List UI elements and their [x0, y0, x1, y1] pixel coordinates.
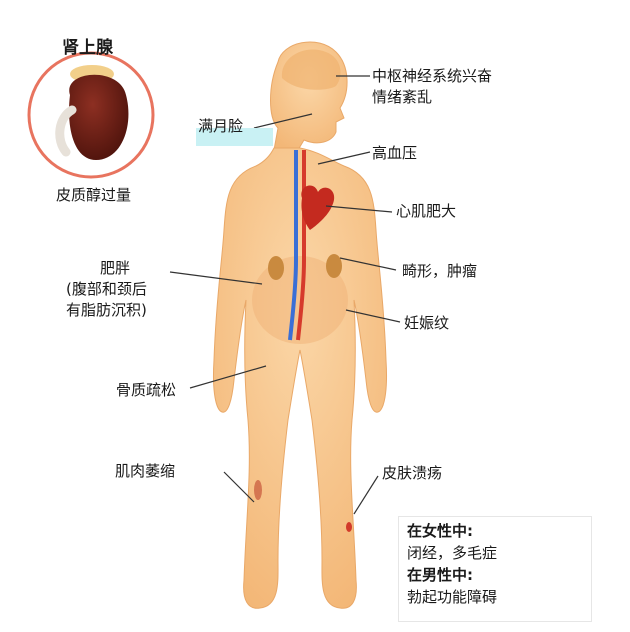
gland-caption: 皮质醇过量 [56, 186, 132, 204]
left-kidney [268, 256, 284, 280]
label-skin-ulcer: 皮肤溃疡 [382, 464, 443, 482]
label-hypertension: 高血压 [372, 144, 418, 162]
artery [296, 150, 306, 341]
gender-note-box: 在女性中: 闭经，多毛症 在男性中: 勃起功能障碍 [398, 516, 592, 622]
leader-lines [169, 75, 401, 515]
label-muscle-atrophy: 肌肉萎缩 [115, 462, 176, 480]
right-kidney [326, 254, 342, 278]
male-heading: 在男性中: [407, 566, 473, 584]
label-highlight [196, 128, 273, 146]
brain-shape [281, 49, 341, 90]
muscle-lesion [254, 480, 262, 500]
heart-shape [301, 185, 335, 230]
label-obesity-detail-2: 有脂肪沉积) [66, 301, 147, 319]
label-obesity-detail-1: (腹部和颈后 [66, 280, 147, 298]
label-osteoporosis: 骨质疏松 [116, 381, 177, 399]
male-symptoms: 勃起功能障碍 [407, 588, 498, 606]
label-moon-face: 满月脸 [198, 117, 244, 135]
ulcer-lesion [346, 522, 352, 532]
gland-title: 肾上腺 [62, 38, 113, 58]
label-cardiac-hypertrophy: 心肌肥大 [396, 202, 457, 220]
label-cns-excitation: 中枢神经系统兴奋 [372, 67, 493, 85]
label-striae: 妊娠纹 [404, 314, 450, 332]
label-obesity: 肥胖 [100, 259, 131, 277]
label-mood-disorder: 情绪紊乱 [372, 88, 433, 106]
vein [288, 150, 298, 341]
adrenal-gland-illustration [27, 51, 155, 179]
female-symptoms: 闭经，多毛症 [407, 544, 498, 562]
label-deformity-tumor: 畸形，肿瘤 [402, 262, 478, 280]
female-heading: 在女性中: [407, 522, 473, 540]
